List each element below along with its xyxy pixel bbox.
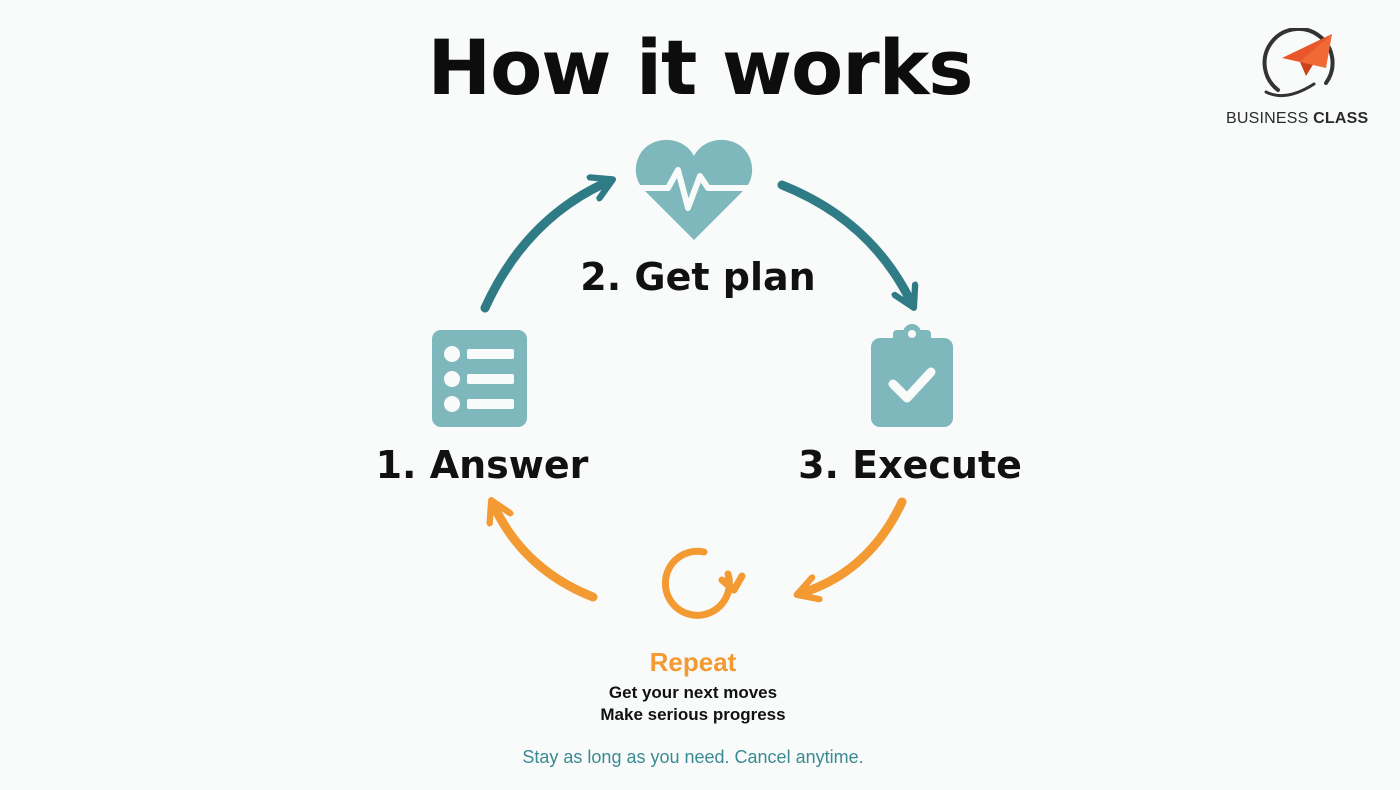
clipboard-check-icon (871, 324, 953, 427)
checklist-icon (432, 330, 527, 427)
arrow-plan-to-execute (777, 180, 910, 300)
page-title: How it works (427, 23, 973, 112)
arrow-repeat-to-answer (495, 508, 598, 602)
repeat-line-next-moves: Get your next moves (608, 683, 778, 702)
heartbeat-icon (635, 139, 753, 240)
logo-wordmark: BUSINESS CLASS (1226, 110, 1369, 128)
logo-word-bold: CLASS (1313, 110, 1369, 127)
step-execute-label: 3. Execute (798, 443, 1022, 487)
paper-plane-icon (1262, 27, 1335, 98)
logo-word-regular: BUSINESS (1226, 110, 1309, 127)
refresh-icon (661, 547, 746, 619)
footer-note: Stay as long as you need. Cancel anytime… (522, 747, 864, 767)
business-class-logo: BUSINESS CLASS (1226, 27, 1369, 138)
step-answer-label: 1. Answer (375, 443, 589, 487)
repeat-line-progress: Make serious progress (600, 705, 786, 724)
arrow-answer-to-plan (480, 183, 605, 313)
repeat-label: Repeat (649, 647, 737, 677)
step-get-plan-label: 2. Get plan (580, 255, 816, 299)
arrow-execute-to-repeat (805, 497, 907, 592)
